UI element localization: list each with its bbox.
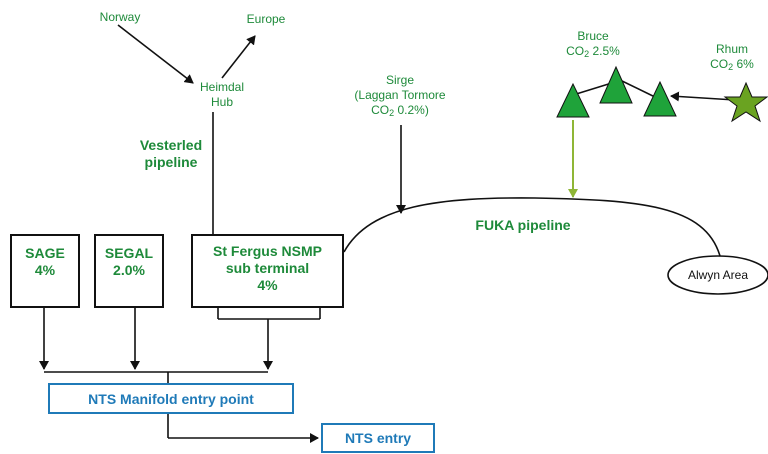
arrow-norway-heimdal (117, 24, 194, 84)
bruce-label: Bruce CO2 2.5% (548, 29, 638, 62)
sage-box (10, 234, 80, 308)
bruce-co2-sub: 2 (584, 49, 590, 59)
bruce-link-2 (619, 79, 658, 99)
sirge-co2-sub: 2 (389, 108, 395, 118)
norway-label: Norway (99, 10, 141, 24)
rhum-label: Rhum CO2 6% (700, 42, 764, 75)
sirge-label: Sirge (Laggan Tormore CO2 0.2%) (335, 73, 465, 121)
sirge-co2: CO2 0.2%) (335, 103, 465, 121)
bruce-co2-prefix: CO (566, 44, 585, 58)
arrow-heimdal-europe (221, 35, 256, 79)
stfergus-label: St Fergus NSMP sub terminal 4% (213, 243, 322, 293)
vesterled-pipeline-label: Vesterled pipeline (139, 137, 203, 170)
arrow-rhum-bruce (670, 91, 736, 102)
nts-manifold-entry-box: NTS Manifold entry point (48, 383, 294, 414)
fuka-pipeline-arc (343, 197, 721, 257)
rhum-name: Rhum (715, 42, 748, 56)
rhum-co2-sub: 2 (728, 62, 734, 72)
europe-label: Europe (246, 12, 286, 26)
rhum-star-icon (723, 81, 768, 123)
bruce-co2: CO2 2.5% (548, 44, 638, 62)
heimdal-hub-label: Heimdal Hub (199, 80, 244, 109)
bruce-co2-value: 2.5% (589, 44, 620, 58)
platform-triangle-3 (643, 80, 677, 117)
sirge-co2-prefix: CO (371, 103, 390, 117)
nts-entry-box: NTS entry (321, 423, 435, 453)
rhum-co2-value: 6% (733, 57, 754, 71)
platform-triangle-1 (556, 82, 590, 118)
sirge-co2-value: 0.2%) (394, 103, 429, 117)
fuka-pipeline-label: FUKA pipeline (475, 217, 571, 233)
segal-label: SEGAL 2.0% (104, 245, 154, 278)
rhum-co2-prefix: CO (710, 57, 729, 71)
stfergus-box (191, 234, 344, 308)
segal-box (94, 234, 164, 308)
sirge-name: Sirge (385, 73, 414, 87)
platform-triangle-2 (599, 65, 633, 104)
sirge-sub: (Laggan Tormore (354, 88, 446, 102)
rhum-co2: CO2 6% (700, 57, 764, 75)
sage-label: SAGE 4% (25, 245, 65, 278)
alwyn-area-ellipse (667, 255, 768, 295)
alwyn-area-label: Alwyn Area (687, 268, 749, 282)
bruce-name: Bruce (577, 29, 609, 43)
